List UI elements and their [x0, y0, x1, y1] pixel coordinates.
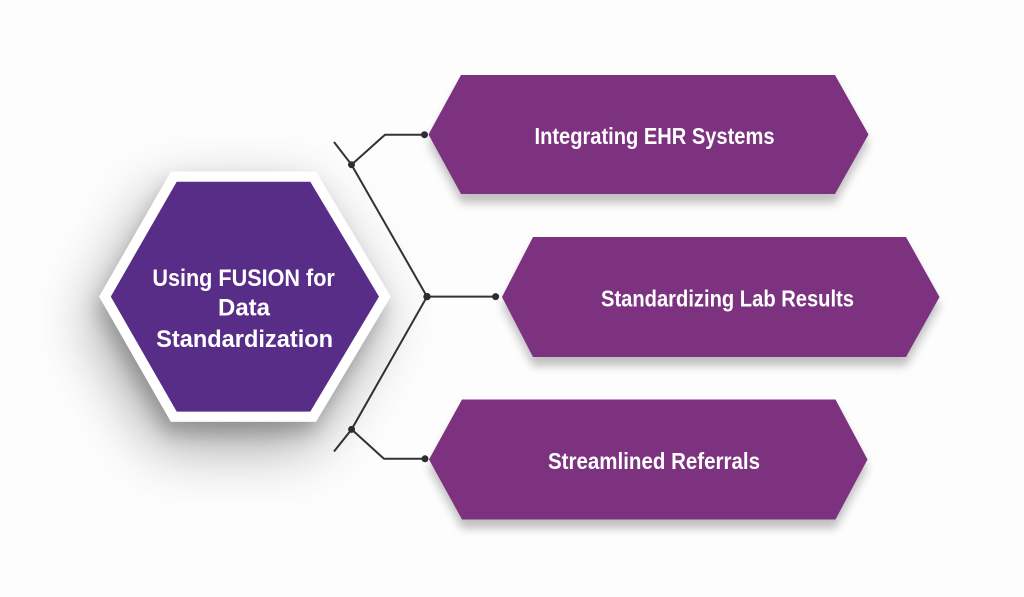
svg-text:Standardization: Standardization	[156, 326, 333, 353]
svg-text:Integrating EHR Systems: Integrating EHR Systems	[535, 123, 775, 149]
svg-text:Standardizing Lab Results: Standardizing Lab Results	[601, 286, 854, 312]
svg-text:Using FUSION for: Using FUSION for	[152, 265, 335, 292]
svg-text:Streamlined Referrals: Streamlined Referrals	[548, 448, 760, 474]
svg-text:Data: Data	[218, 295, 270, 322]
